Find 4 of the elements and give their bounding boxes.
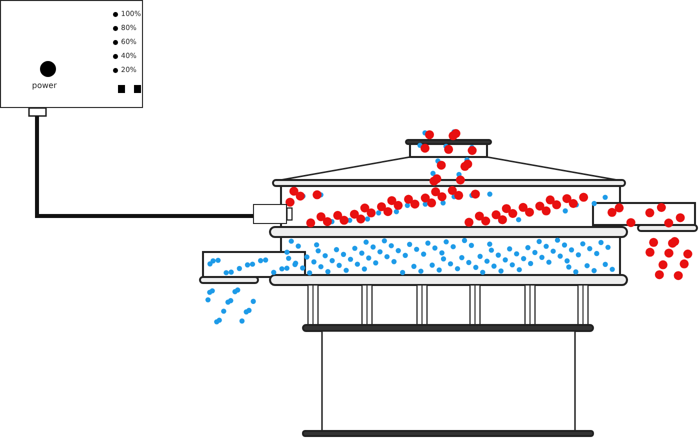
power-cable bbox=[35, 116, 253, 218]
control-box bbox=[0, 0, 143, 108]
motor-box bbox=[253, 204, 287, 224]
power-label: power bbox=[32, 81, 57, 90]
